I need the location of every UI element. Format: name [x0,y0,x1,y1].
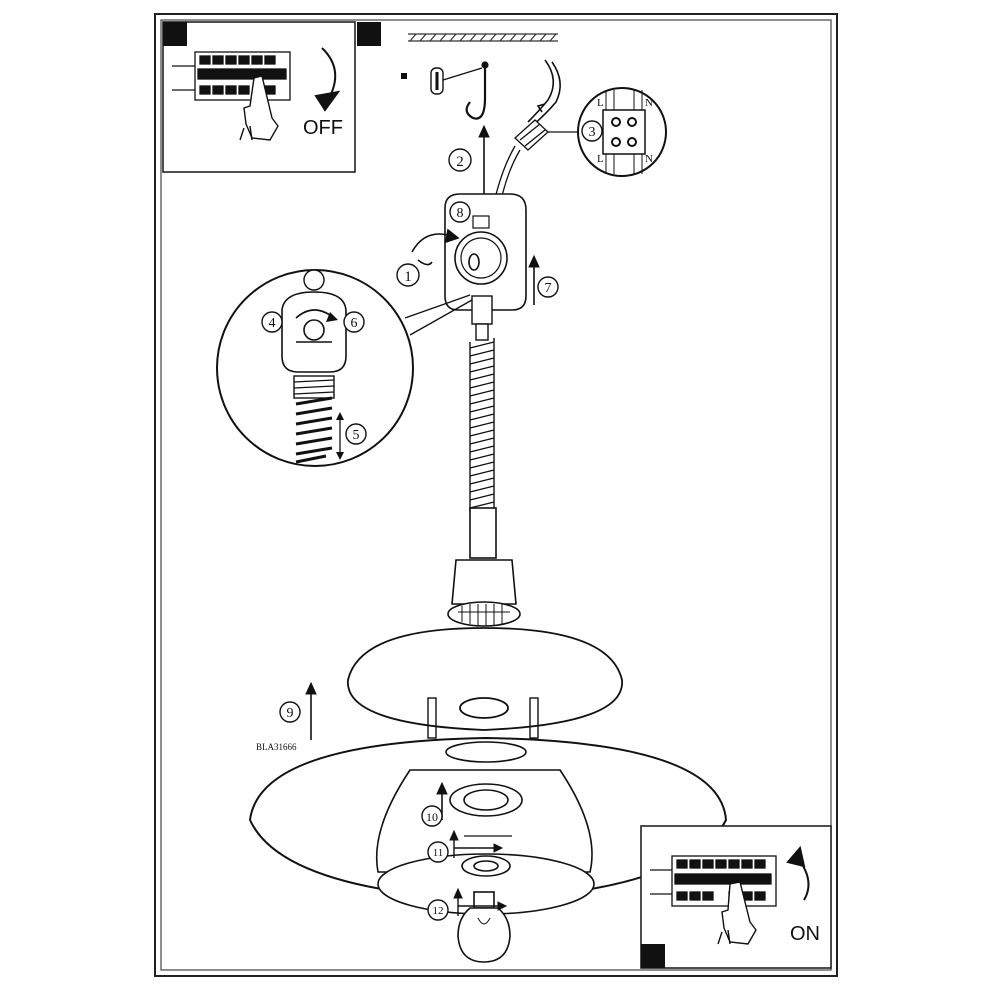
step-10-badge [421,805,443,827]
step-1-arrow [411,228,460,266]
inner-frame [160,19,832,971]
step-6-number: 6 [351,316,358,331]
step-2-badge [448,148,472,172]
part-code: BLA31666 [256,742,297,752]
ceiling-line [408,33,558,42]
step-4-badge [261,311,283,333]
step-11-number: 11 [433,847,444,859]
step-8-badge [449,201,471,223]
step-6-badge [343,311,365,333]
panel-c-state-label: ON [790,923,820,945]
step-7-number: 7 [545,281,552,296]
step-8-number: 8 [457,206,464,221]
light-bulb-icon [457,891,511,963]
circuit-breaker-on-icon [650,855,777,907]
panel-c: C ON [640,825,832,969]
hand-pointer-on-icon [717,881,757,945]
switch-on-arrow-icon [786,845,810,901]
ceiling-hook-icon [465,61,489,120]
circuit-breaker-icon [172,51,291,101]
step-2-number: 2 [456,154,464,170]
step-11-badge [427,841,449,863]
step-1-badge [396,263,420,287]
step-5-number: 5 [353,428,360,443]
hand-pointer-icon [239,75,279,141]
panel-a-letter: A [169,25,181,45]
drill-marker [401,73,407,79]
step-5-badge [345,423,367,445]
panel-a-letter-box [163,22,187,46]
step-1-number: 1 [404,269,412,285]
canopy [444,193,527,311]
switch-off-arrow-icon [314,47,341,112]
step-7-arrow [528,254,540,305]
upper-shade [347,627,623,731]
step-9-arrow [305,681,317,740]
cord-lock-zoom [216,269,473,467]
step-10-number: 10 [426,810,438,824]
panel-c-letter-box [641,944,665,968]
step-9-badge [279,701,301,723]
supply-wires [527,59,561,127]
step-12-badge [427,899,449,921]
panel-b-letter-box [357,22,381,46]
panel-b-letter: B [363,25,375,45]
step-9-number: 9 [287,706,294,721]
lamp-holder [447,507,521,627]
step-3-badge [581,120,603,142]
terminal-zoom [548,87,667,177]
step-12-arrows [453,887,508,916]
terminal-neutral-bottom: N [645,153,653,165]
terminal-neutral-top: N [645,97,653,109]
terminal-live-bottom: L [597,153,604,165]
step-4-number: 4 [269,316,276,331]
step-12-number: 12 [433,905,444,917]
panel-a: A OFF [162,21,356,173]
outer-frame [154,13,838,977]
panel-a-state-label: OFF [303,117,343,139]
support-rods [427,697,539,739]
step-11-arrows [449,829,504,858]
step-3-number: 3 [589,125,596,140]
coiled-cord [469,295,495,512]
panel-c-letter: C [647,947,660,967]
screwdriver-icon [430,67,483,95]
step-7-badge [537,276,559,298]
terminal-live-top: L [597,97,604,109]
